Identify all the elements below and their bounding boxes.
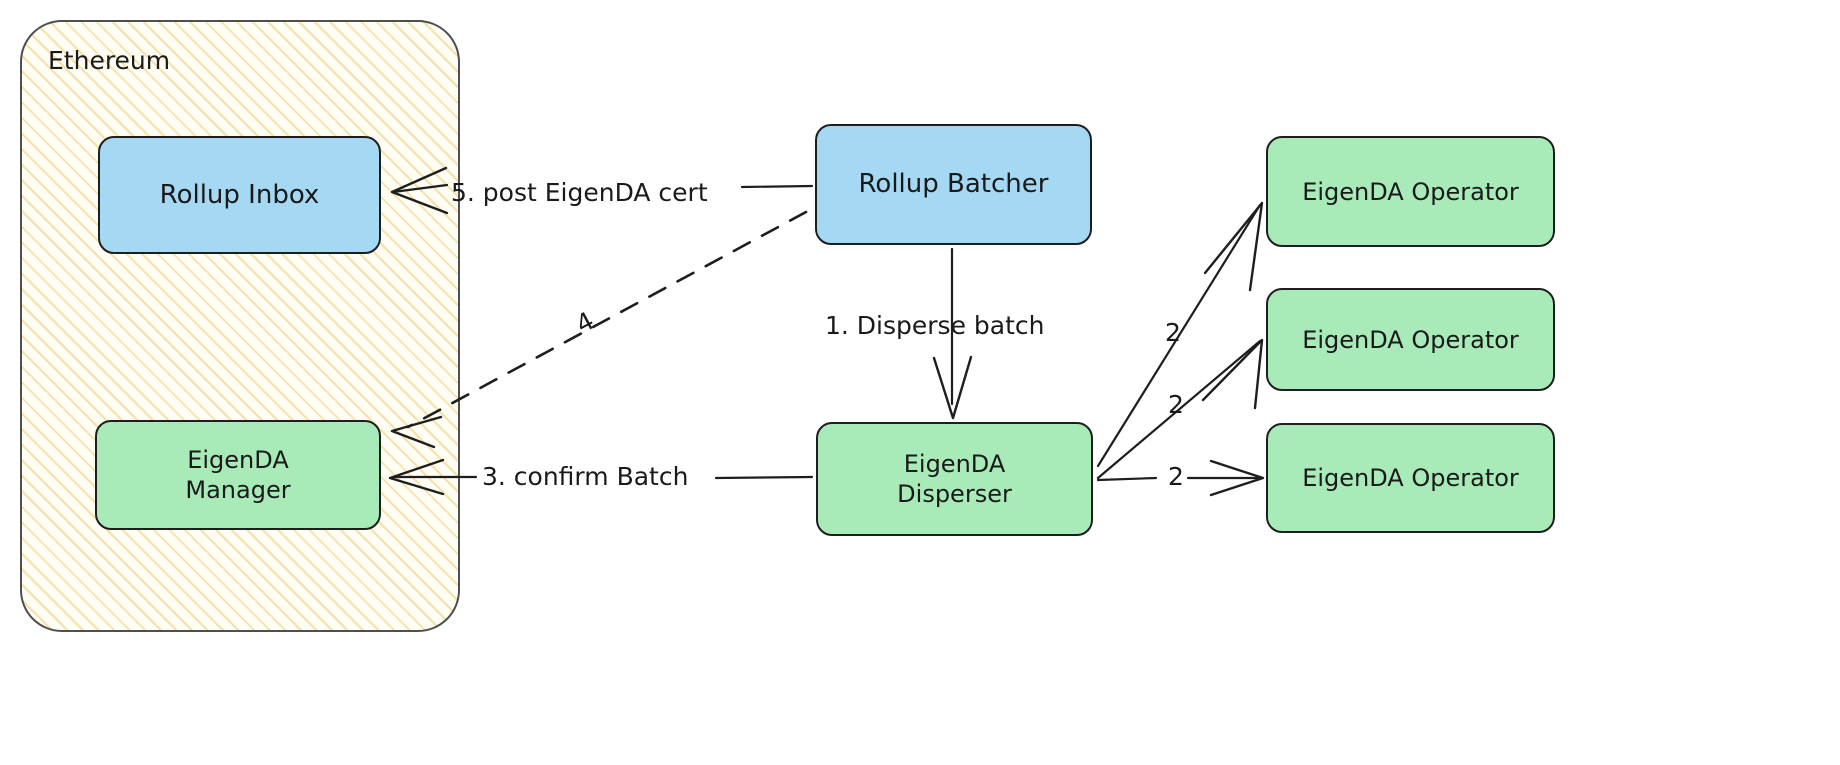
edge-store-3	[1096, 459, 1265, 497]
edge-label-confirm-batch: 3. confirm Batch	[482, 462, 689, 491]
node-rollup-batcher-label: Rollup Batcher	[858, 169, 1049, 200]
edge-disperse-batch	[932, 247, 973, 420]
node-eigenda-operator-2-label: EigenDA Operator	[1302, 325, 1519, 354]
edge-step-4	[390, 210, 808, 449]
edge-store-1	[1096, 201, 1264, 468]
node-rollup-inbox-label: Rollup Inbox	[159, 179, 320, 210]
node-eigenda-manager-label: EigenDA Manager	[185, 446, 291, 504]
node-rollup-inbox[interactable]: Rollup Inbox	[98, 136, 381, 254]
node-eigenda-disperser-label: EigenDA Disperser	[897, 450, 1012, 508]
node-eigenda-operator-3[interactable]: EigenDA Operator	[1266, 423, 1555, 533]
node-eigenda-manager[interactable]: EigenDA Manager	[95, 420, 381, 530]
group-ethereum	[20, 20, 460, 632]
node-eigenda-operator-2[interactable]: EigenDA Operator	[1266, 288, 1555, 391]
edge-confirm-batch	[388, 458, 814, 496]
node-eigenda-operator-1[interactable]: EigenDA Operator	[1266, 136, 1555, 247]
node-eigenda-operator-1-label: EigenDA Operator	[1302, 177, 1519, 206]
edge-label-disperse-batch: 1. Disperse batch	[825, 311, 1045, 340]
node-rollup-batcher[interactable]: Rollup Batcher	[815, 124, 1092, 245]
edge-post-cert	[390, 166, 814, 215]
edge-label-store-2: 2	[1168, 390, 1184, 419]
edge-label-post-cert: 5. post EigenDA cert	[451, 178, 708, 207]
node-eigenda-disperser[interactable]: EigenDA Disperser	[816, 422, 1093, 536]
edge-label-store-3: 2	[1168, 462, 1184, 491]
node-eigenda-operator-3-label: EigenDA Operator	[1302, 464, 1519, 492]
edge-store-2	[1096, 338, 1264, 480]
group-ethereum-label: Ethereum	[48, 46, 171, 75]
edge-label-store-1: 2	[1165, 318, 1181, 347]
